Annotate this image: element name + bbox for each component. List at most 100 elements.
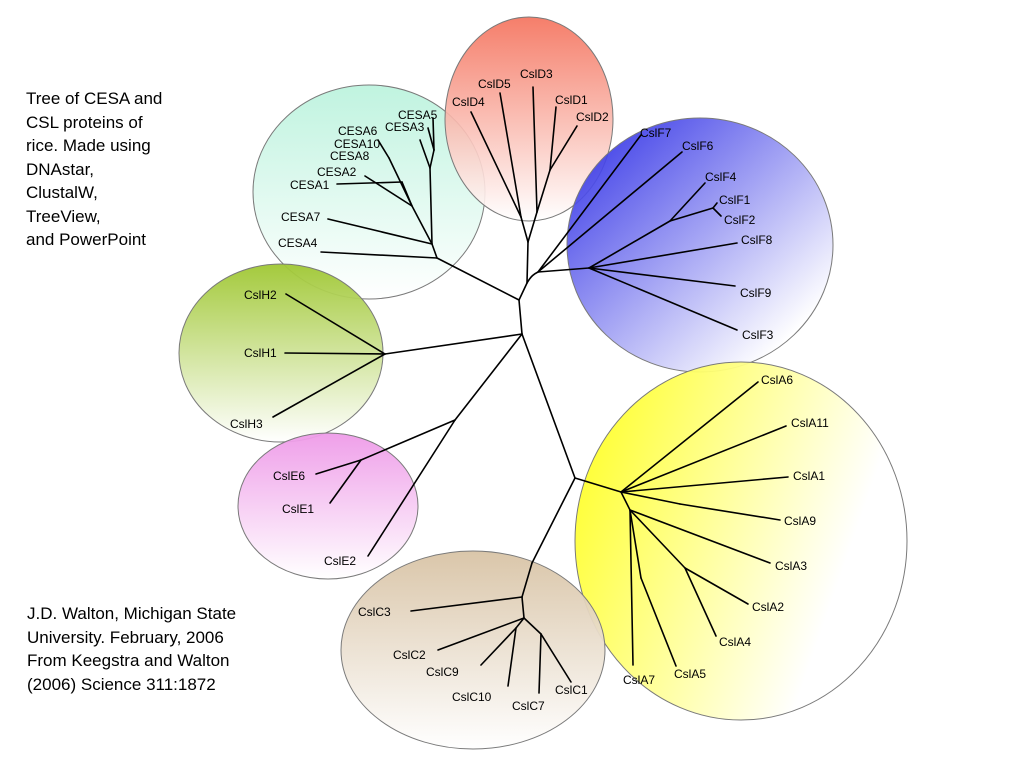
credit-note-line: (2006) Science 311:1872 <box>27 674 216 694</box>
branch <box>629 509 771 564</box>
leaf-label: CslD3 <box>520 67 553 81</box>
branch <box>620 491 631 511</box>
leaf-label: CslA4 <box>719 635 751 649</box>
leaf-label: CslA11 <box>791 416 829 430</box>
credit-note-line: From Keegstra and Walton <box>27 651 230 670</box>
leaf-label: CslE6 <box>273 469 305 483</box>
leaf-label: CslA9 <box>784 514 816 528</box>
leaf-label: CslA1 <box>793 469 825 483</box>
branch <box>679 503 781 521</box>
branch <box>411 205 433 245</box>
leaf-label: CslF9 <box>740 286 772 300</box>
branch <box>640 577 677 667</box>
title-note-line: ClustalW, <box>26 183 98 202</box>
leaf-label: CslC7 <box>512 699 545 713</box>
leaf-label: CslC1 <box>555 683 588 697</box>
branch <box>377 139 390 159</box>
leaf-label: CESA8 <box>330 149 370 163</box>
credit-note-line: J.D. Walton, Michigan State <box>27 604 237 623</box>
branch <box>536 169 551 213</box>
branch <box>620 476 789 493</box>
leaf-label: CslD5 <box>478 77 511 91</box>
branch <box>620 491 681 505</box>
leaf-label: CslF4 <box>705 170 737 184</box>
branch <box>620 381 759 493</box>
branch <box>712 207 722 217</box>
leaf-labels: CslD3 CslD5 CslD4 CslD1 CslD2 CESA5 CESA… <box>230 67 829 713</box>
branch <box>499 92 522 218</box>
leaf-label: CslE2 <box>324 554 356 568</box>
leaf-label: CslF2 <box>724 213 756 227</box>
leaf-label: CslH1 <box>244 346 277 360</box>
branch <box>470 111 522 218</box>
branch <box>574 477 622 493</box>
leaf-label: CslF1 <box>719 193 751 207</box>
branch <box>523 617 542 635</box>
leaf-label: CESA3 <box>385 120 425 134</box>
branch <box>684 567 717 637</box>
branch <box>285 293 386 355</box>
leaf-label: CslH2 <box>244 288 277 302</box>
branch <box>437 617 525 651</box>
branch <box>712 202 718 209</box>
cluster-cslf <box>566 117 834 373</box>
branch <box>431 243 438 259</box>
branch <box>538 633 542 694</box>
leaf-label: CESA5 <box>398 108 438 122</box>
branch <box>537 151 683 273</box>
branch <box>669 182 706 222</box>
leaf-label: CslA5 <box>674 667 706 681</box>
credit-note: J.D. Walton, Michigan State University. … <box>27 602 236 696</box>
branch <box>549 125 578 171</box>
branch <box>531 477 576 564</box>
leaf-label: CslD4 <box>452 95 485 109</box>
branch <box>588 267 736 287</box>
branch <box>427 127 435 151</box>
leaf-label: CslC2 <box>393 648 426 662</box>
branch <box>284 352 386 355</box>
leaf-label: CslH3 <box>230 417 263 431</box>
title-note: Tree of CESA and CSL proteins of rice. M… <box>26 87 162 252</box>
leaf-label: CslF3 <box>742 328 774 342</box>
branch <box>588 242 738 269</box>
branch <box>520 216 529 243</box>
branch <box>329 459 362 504</box>
leaf-label: CslE1 <box>282 502 314 516</box>
title-note-line: Tree of CESA and <box>26 89 163 108</box>
branch <box>588 220 671 269</box>
branch <box>527 211 538 243</box>
branch <box>315 459 362 475</box>
branch <box>684 567 749 605</box>
branch <box>384 333 523 355</box>
title-note-line: rice. Made using <box>26 136 151 155</box>
branch <box>526 271 539 284</box>
leaf-label: CESA7 <box>281 210 321 224</box>
branch <box>364 175 413 207</box>
branch <box>629 509 686 569</box>
branch <box>532 86 538 213</box>
cluster-cslc <box>340 550 606 750</box>
leaf-label: CESA6 <box>338 124 378 138</box>
branch <box>537 267 590 273</box>
branch <box>327 218 433 245</box>
branch <box>401 181 413 207</box>
branch <box>629 509 634 666</box>
leaf-label: CslC9 <box>426 665 459 679</box>
branch <box>620 425 787 493</box>
cluster-csld <box>444 16 614 222</box>
credit-note-line: University. February, 2006 <box>27 627 224 647</box>
leaf-label: CESA1 <box>290 178 330 192</box>
leaf-label: CslF8 <box>741 233 773 247</box>
leaf-label: CslA6 <box>761 373 793 387</box>
leaf-label: CslF7 <box>640 126 672 140</box>
leaf-label: CslD1 <box>555 93 588 107</box>
branch <box>360 419 456 461</box>
branch <box>521 333 576 479</box>
branch <box>429 149 435 169</box>
leaf-label: CESA4 <box>278 236 318 250</box>
leaf-label: CslA2 <box>752 600 784 614</box>
leaf-label: CslD2 <box>576 110 609 124</box>
branch <box>588 267 738 331</box>
leaf-label: CESA10 <box>334 137 380 151</box>
